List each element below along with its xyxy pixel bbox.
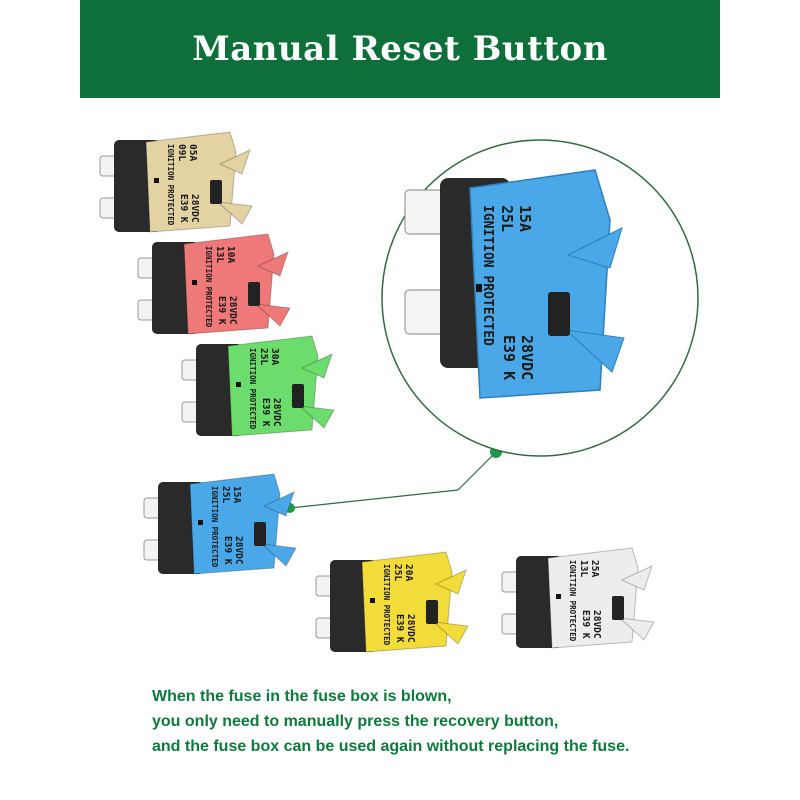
breaker-protected: IGNITION PROTECTED (210, 486, 219, 568)
breaker-mark: E39 K (216, 296, 227, 325)
breaker-amps: 25A (589, 560, 600, 577)
breaker-code: 25L (392, 564, 403, 581)
callout-line (289, 489, 459, 509)
breaker-voltage: 28VDC (233, 536, 244, 565)
breaker-cap (547, 547, 639, 649)
breaker-code: 13L (214, 246, 225, 263)
reset-tab-bottom (254, 303, 291, 327)
breaker-voltage: 28VDC (227, 296, 238, 325)
zoom-label-protected: IGNITION PROTECTED (480, 205, 495, 346)
zoom-view: 15A 25L IGNITION PROTECTED 28VDC E39 K (381, 139, 699, 457)
breaker-cap (145, 131, 237, 233)
callout-line-2 (457, 451, 497, 491)
caption-line-3: and the fuse box can be used again witho… (152, 738, 630, 755)
breaker-mark: E39 K (394, 614, 405, 643)
indicator-dot (236, 382, 241, 387)
breaker-cap (361, 551, 453, 653)
zoom-label-amps: 15A (516, 205, 534, 232)
reset-tab-bottom (618, 617, 655, 641)
reset-tab-top (300, 353, 333, 379)
reset-tab-top (434, 569, 467, 595)
reset-button (254, 522, 266, 546)
breaker-protected: IGNITION PROTECTED (166, 144, 175, 226)
breaker-code: 25L (258, 348, 269, 365)
breaker-protected: IGNITION PROTECTED (382, 564, 391, 646)
breaker-cap (183, 233, 275, 335)
breaker-code: 13L (578, 560, 589, 577)
reset-button (612, 596, 624, 620)
breaker-code: 25L (220, 486, 231, 503)
reset-tab-bottom (260, 543, 297, 567)
banner-title: Manual Reset Button (192, 29, 608, 69)
breaker-protected: IGNITION PROTECTED (248, 348, 257, 430)
breaker-mark: E39 K (580, 610, 591, 639)
breaker-amps: 10A (225, 246, 236, 263)
indicator-dot (556, 594, 561, 599)
reset-tab-top (262, 491, 295, 517)
breaker-mark: E39 K (260, 398, 271, 427)
breaker-protected: IGNITION PROTECTED (568, 560, 577, 642)
breaker-voltage: 28VDC (189, 194, 200, 223)
caption-line-1: When the fuse in the fuse box is blown, (152, 688, 452, 705)
reset-button (248, 282, 260, 306)
breaker-amps: 05A (187, 144, 198, 161)
reset-tab-top (218, 149, 251, 175)
indicator-dot (192, 280, 197, 285)
breaker-voltage: 28VDC (591, 610, 602, 639)
breaker-amps: 15A (231, 486, 242, 503)
zoom-label-mark: E39 K (500, 335, 518, 380)
breaker-cap (227, 335, 319, 437)
caption: When the fuse in the fuse box is blown, … (152, 684, 772, 759)
breaker-voltage: 28VDC (271, 398, 282, 427)
breaker-voltage: 28VDC (405, 614, 416, 643)
breaker-amps: 30A (269, 348, 280, 365)
reset-tab-bottom (298, 405, 335, 429)
indicator-dot (198, 520, 203, 525)
reset-tab-top (256, 251, 289, 277)
breaker-mark: E39 K (178, 194, 189, 223)
zoom-label-voltage: 28VDC (518, 335, 536, 380)
breaker-code: 09L (176, 144, 187, 161)
reset-tab-bottom (216, 201, 253, 225)
reset-button (292, 384, 304, 408)
indicator-dot (370, 598, 375, 603)
reset-button (426, 600, 438, 624)
breaker-amps: 20A (403, 564, 414, 581)
breaker-cap (189, 473, 281, 575)
breaker-mark: E39 K (222, 536, 233, 565)
indicator-dot (154, 178, 159, 183)
reset-tab-top (620, 565, 653, 591)
reset-tab-bottom (432, 621, 469, 645)
title-banner: Manual Reset Button (80, 0, 720, 98)
zoom-label-code: 25L (498, 205, 516, 232)
caption-line-2: you only need to manually press the reco… (152, 713, 559, 730)
breaker-protected: IGNITION PROTECTED (204, 246, 213, 328)
reset-button (210, 180, 222, 204)
